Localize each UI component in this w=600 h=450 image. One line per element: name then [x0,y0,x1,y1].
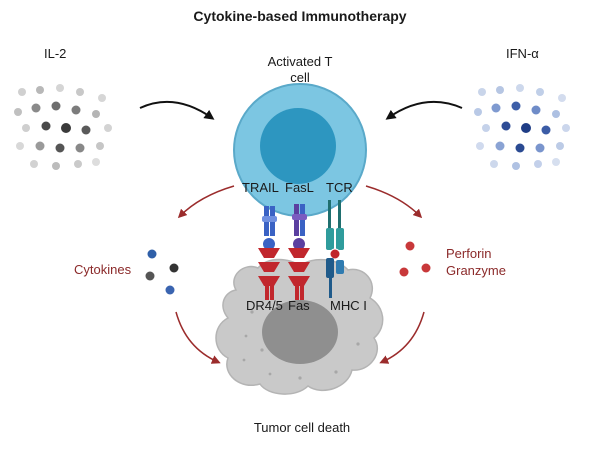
mhc-i-label: MHC I [330,298,367,313]
mhc-i-molecule [326,258,344,298]
tumor-cell-death-label: Tumor cell death [253,420,351,435]
dr45-label: DR4/5 [246,298,283,313]
il2-cytokine-cluster [14,84,112,170]
tcr-receptor [326,200,344,260]
dr45-receptor [258,248,280,300]
tumor-cell [215,258,384,395]
diagram-title: Cytokine-based Immunotherapy [193,8,407,24]
activated-t-cell-label-line1: Activated T [267,54,333,69]
activated-t-cell-label-line2: cell [290,70,310,85]
ifn-cytokine-cluster [474,84,570,170]
granzyme-to-tumor-arrow [379,311,425,364]
il2-label: IL-2 [44,46,67,61]
perforin-label: Perforin [446,246,492,261]
fas-receptor [288,248,310,300]
il2-to-tcell-arrow [139,101,215,120]
fasl-label: FasL [285,180,314,195]
ifn-alpha-label: IFN-α [506,46,539,61]
trail-label: TRAIL [242,180,279,195]
tcell-to-perforin-arrow [365,185,423,219]
ifn-to-tcell-arrow [385,100,463,120]
fasl-ligand [292,204,307,250]
perforin-granzyme-dots [399,241,431,277]
activated-t-cell [233,83,367,217]
cytokine-dots [145,249,179,295]
trail-ligand [262,206,277,250]
cytokines-label: Cytokines [74,262,132,277]
fas-label: Fas [288,298,310,313]
granzyme-label: Granzyme [446,263,506,278]
tcr-label: TCR [326,180,353,195]
tcell-to-cytokines-arrow [177,185,235,219]
cytokines-to-tumor-arrow [175,311,221,364]
